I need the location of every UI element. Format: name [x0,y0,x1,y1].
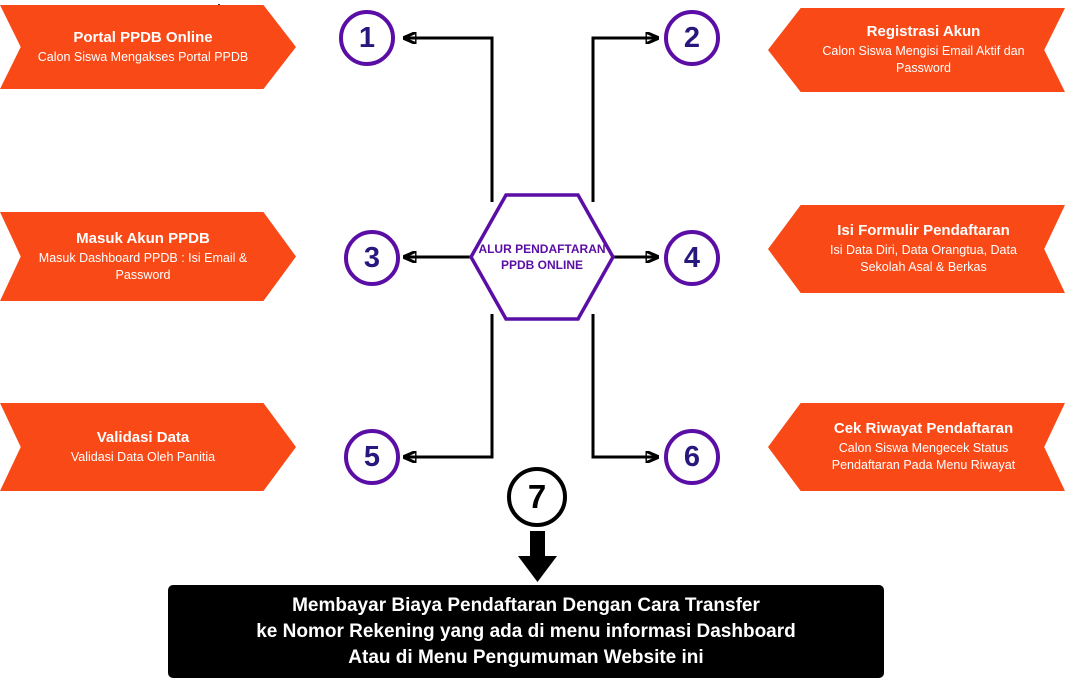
banner-cek-riwayat: Cek Riwayat Pendaftaran Calon Siswa Meng… [768,403,1065,491]
banner-portal-ppdb: Portal PPDB Online Calon Siswa Mengakses… [0,5,296,89]
payment-info-line3: Atau di Menu Pengumuman Website ini [348,646,704,668]
banner-masuk-akun: Masuk Akun PPDB Masuk Dashboard PPDB : I… [0,212,296,301]
banner-title: Masuk Akun PPDB [76,229,210,247]
arrow-to-step2 [591,38,658,202]
step-circle-5: 5 [344,429,400,485]
arrow-to-step5 [404,314,494,457]
banner-desc: Isi Data Diri, Data Orangtua, Data Sekol… [830,243,1017,274]
arrow-to-step1 [404,38,494,202]
payment-info-line2: ke Nomor Rekening yang ada di menu infor… [256,620,796,642]
step-circle-6: 6 [664,429,720,485]
center-hexagon [468,193,616,321]
payment-info-line1: Membayar Biaya Pendaftaran Dengan Cara T… [292,594,760,616]
step-circle-4: 4 [664,230,720,286]
step-circle-1: 1 [339,10,395,66]
arrow-to-step6 [591,314,658,457]
payment-info-box: Membayar Biaya Pendaftaran Dengan Cara T… [168,585,884,678]
banner-validasi-data: Validasi Data Validasi Data Oleh Panitia [0,403,296,491]
banner-title: Portal PPDB Online [73,28,213,46]
banner-desc: Calon Siswa Mengakses Portal PPDB [37,49,249,64]
hexagon-text-line2: PPDB ONLINE [500,258,583,272]
banner-title: Registrasi Akun [866,23,981,40]
hexagon-text-line1: ALUR PENDAFTARAN [478,242,606,256]
step-circle-2: 2 [664,10,720,66]
banner-isi-formulir: Isi Formulir Pendaftaran Isi Data Diri, … [768,205,1065,293]
banner-desc: Calon Siswa Mengisi Email Aktif dan Pass… [822,44,1025,75]
banner-desc: Validasi Data Oleh Panitia [70,449,216,464]
center-hexagon-label: ALUR PENDAFTARAN PPDB ONLINE [468,192,616,322]
banner-title: Cek Riwayat Pendaftaran [833,420,1014,437]
banner-registrasi-akun: Registrasi Akun Calon Siswa Mengisi Emai… [768,8,1065,92]
step-circle-3: 3 [344,230,400,286]
banner-title: Isi Formulir Pendaftaran [837,222,1010,239]
banner-desc: Masuk Dashboard PPDB : Isi Email & Passw… [38,250,248,282]
banner-desc: Calon Siswa Mengecek Status Pendaftaran … [831,441,1016,472]
banner-title: Validasi Data [96,428,190,446]
big-down-arrow-icon [518,531,557,582]
step-circle-7: 7 [507,467,567,527]
